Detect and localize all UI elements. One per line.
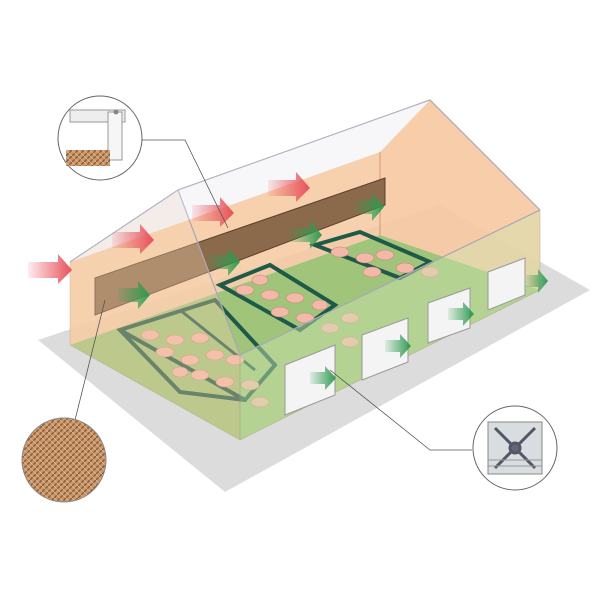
cool-air-arrow-icon <box>355 193 384 221</box>
pad-texture-callout <box>21 417 107 503</box>
hot-air-arrow-icon <box>112 224 154 254</box>
cooling-pad <box>94 177 386 316</box>
cool-air-arrows <box>118 193 548 390</box>
right-end-wall <box>380 100 540 290</box>
cool-air-arrow-icon <box>290 221 322 249</box>
cool-air-arrow-icon <box>208 248 240 276</box>
roof-outline <box>69 99 541 356</box>
pad-frame-callout <box>57 95 143 181</box>
hot-air-arrow-icon <box>28 254 72 284</box>
cooling-pad-texture-icon <box>21 417 107 503</box>
cool-air-arrow-icon <box>310 366 336 390</box>
fan-callout <box>472 405 558 491</box>
cool-air-arrow-icon <box>385 334 411 358</box>
callout-lines <box>74 139 472 451</box>
cooling-pad-frame-detail-icon <box>66 150 110 166</box>
cool-air-arrow-icon <box>448 302 474 326</box>
cool-air-arrow-icon <box>526 269 548 293</box>
cool-air-arrow-icon <box>118 281 150 309</box>
pigs <box>140 246 440 408</box>
exhaust-fan-icon <box>487 257 526 311</box>
barn-floor <box>70 235 540 440</box>
exhaust-fan-icon <box>493 426 537 470</box>
hot-air-arrow-icon <box>268 172 310 202</box>
pen-1 <box>116 297 278 403</box>
